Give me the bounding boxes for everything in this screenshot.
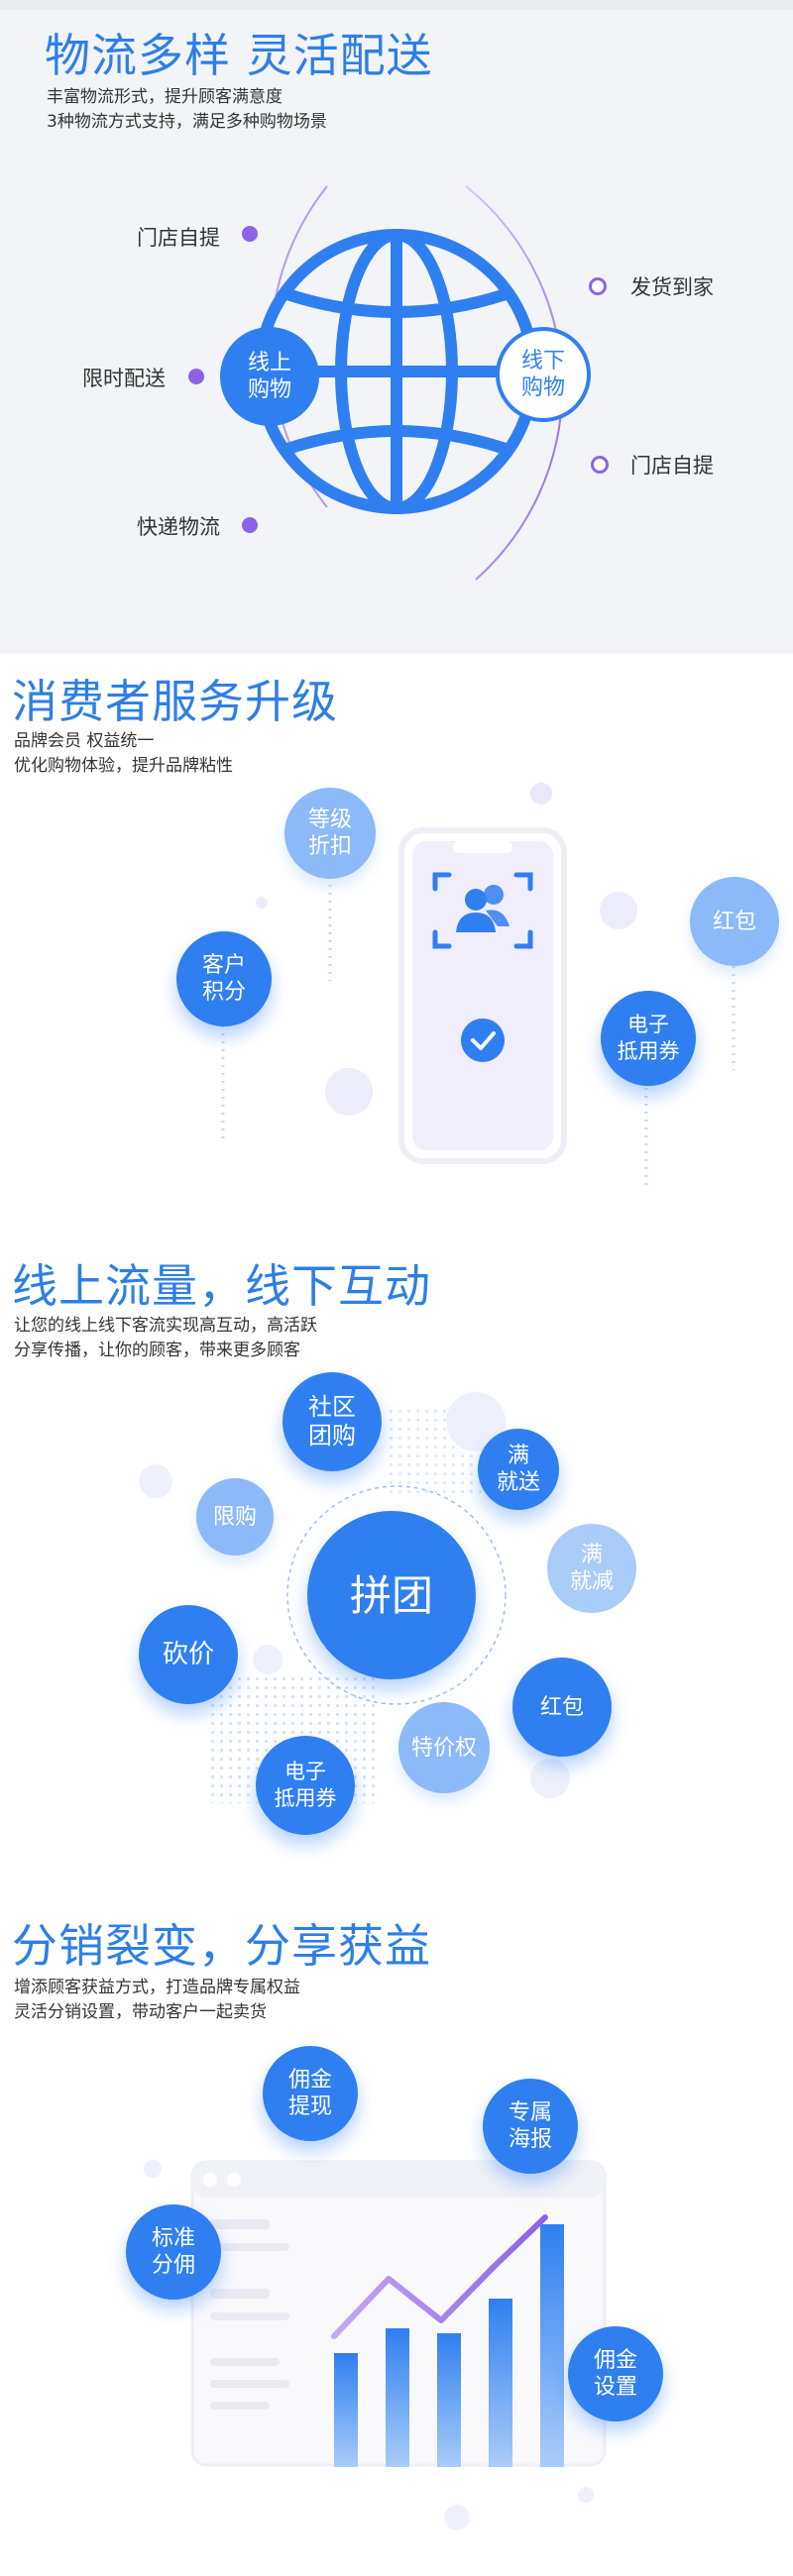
commission-setting-bubble: 佣金 设置	[568, 2326, 663, 2421]
deco-dot	[600, 892, 637, 929]
deco-dot	[253, 1645, 283, 1674]
logistics-section: 物流多样 灵活配送 丰富物流形式，提升顾客满意度 3种物流方式支持，满足多种购物…	[0, 0, 793, 654]
traffic-title: 线上流量，线下互动	[12, 1259, 431, 1313]
service-section: 消费者服务升级 品牌会员 权益统一 优化购物体验，提升品牌粘性 等级 折扣	[0, 654, 793, 1209]
service-subtitle-2: 优化购物体验，提升品牌粘性	[14, 756, 233, 776]
online-shopping-badge: 线上 购物	[220, 327, 319, 426]
orbit-dot	[188, 369, 204, 384]
label-timed-delivery: 限时配送	[82, 367, 166, 390]
red-packet-bubble: 红包	[690, 877, 779, 966]
label-store-pickup-right: 门店自提	[630, 454, 714, 478]
traffic-section: 线上流量，线下互动 让您的线上线下客流实现高互动，高活跃 分享传播，让你的顾客，…	[0, 1209, 793, 1863]
orbit-dot	[242, 226, 258, 242]
deco-dot	[325, 1068, 373, 1116]
bargain-bubble: 砍价	[139, 1605, 238, 1704]
exclusive-poster-bubble: 专属 海报	[483, 2079, 578, 2174]
label-express: 快递物流	[137, 515, 220, 539]
distribution-subtitle-1: 增添顾客获益方式，打造品牌专属权益	[14, 1978, 300, 1997]
service-title: 消费者服务升级	[12, 675, 338, 728]
level-discount-bubble: 等级 折扣	[284, 788, 376, 879]
community-group-buy-bubble: 社区 团购	[283, 1372, 382, 1471]
deco-dot	[256, 897, 268, 909]
e-coupon-bubble: 电子 抵用券	[601, 991, 696, 1086]
label-home-delivery: 发货到家	[630, 275, 714, 299]
red-packet-bubble: 红包	[512, 1658, 612, 1757]
purchase-limit-bubble: 限购	[196, 1478, 274, 1556]
spend-gift-bubble: 满 就送	[478, 1429, 559, 1510]
special-price-bubble: 特价权	[398, 1702, 490, 1793]
group-buy-center-bubble: 拼团	[307, 1511, 476, 1679]
phone-illustration	[398, 827, 567, 1164]
customer-points-bubble: 客户 积分	[176, 931, 272, 1026]
top-strip	[0, 0, 793, 10]
deco-dot	[144, 2160, 162, 2178]
orbit-dot	[242, 517, 258, 533]
distribution-section: 分销裂变，分享获益 增添顾客获益方式，打造品牌专属权益 灵活分销设置，带动客户一…	[0, 1863, 793, 2576]
standard-commission-bubble: 标准 分佣	[126, 2204, 221, 2300]
dotted-lines	[221, 877, 736, 1189]
distribution-title: 分销裂变，分享获益	[12, 1919, 431, 1973]
orbit-dot	[591, 456, 609, 474]
service-subtitle-1: 品牌会员 权益统一	[14, 731, 155, 751]
deco-dot	[530, 783, 552, 805]
offline-shopping-badge: 线下 购物	[496, 327, 591, 422]
spend-discount-bubble: 满 就减	[547, 1524, 636, 1613]
commission-withdraw-bubble: 佣金 提现	[263, 2046, 358, 2141]
traffic-subtitle-1: 让您的线上线下客流实现高互动，高活跃	[14, 1316, 317, 1336]
orbit-dot	[589, 277, 607, 295]
dashed-ring	[286, 1485, 507, 1705]
traffic-subtitle-2: 分享传播，让你的顾客，带来更多顾客	[14, 1341, 300, 1360]
logistics-subtitle-2: 3种物流方式支持，满足多种购物场景	[47, 112, 327, 132]
dashboard-illustration	[190, 2160, 607, 2467]
logistics-title: 物流多样 灵活配送	[45, 29, 433, 82]
distribution-subtitle-2: 灵活分销设置，带动客户一起卖货	[14, 2002, 267, 2022]
deco-dot	[578, 2487, 594, 2503]
label-store-pickup-left: 门店自提	[137, 226, 220, 250]
deco-dot	[530, 1759, 570, 1798]
e-coupon-bubble: 电子 抵用券	[256, 1736, 355, 1835]
logistics-subtitle-1: 丰富物流形式，提升顾客满意度	[47, 87, 283, 107]
deco-dot	[139, 1464, 172, 1498]
deco-dot	[444, 2505, 470, 2530]
